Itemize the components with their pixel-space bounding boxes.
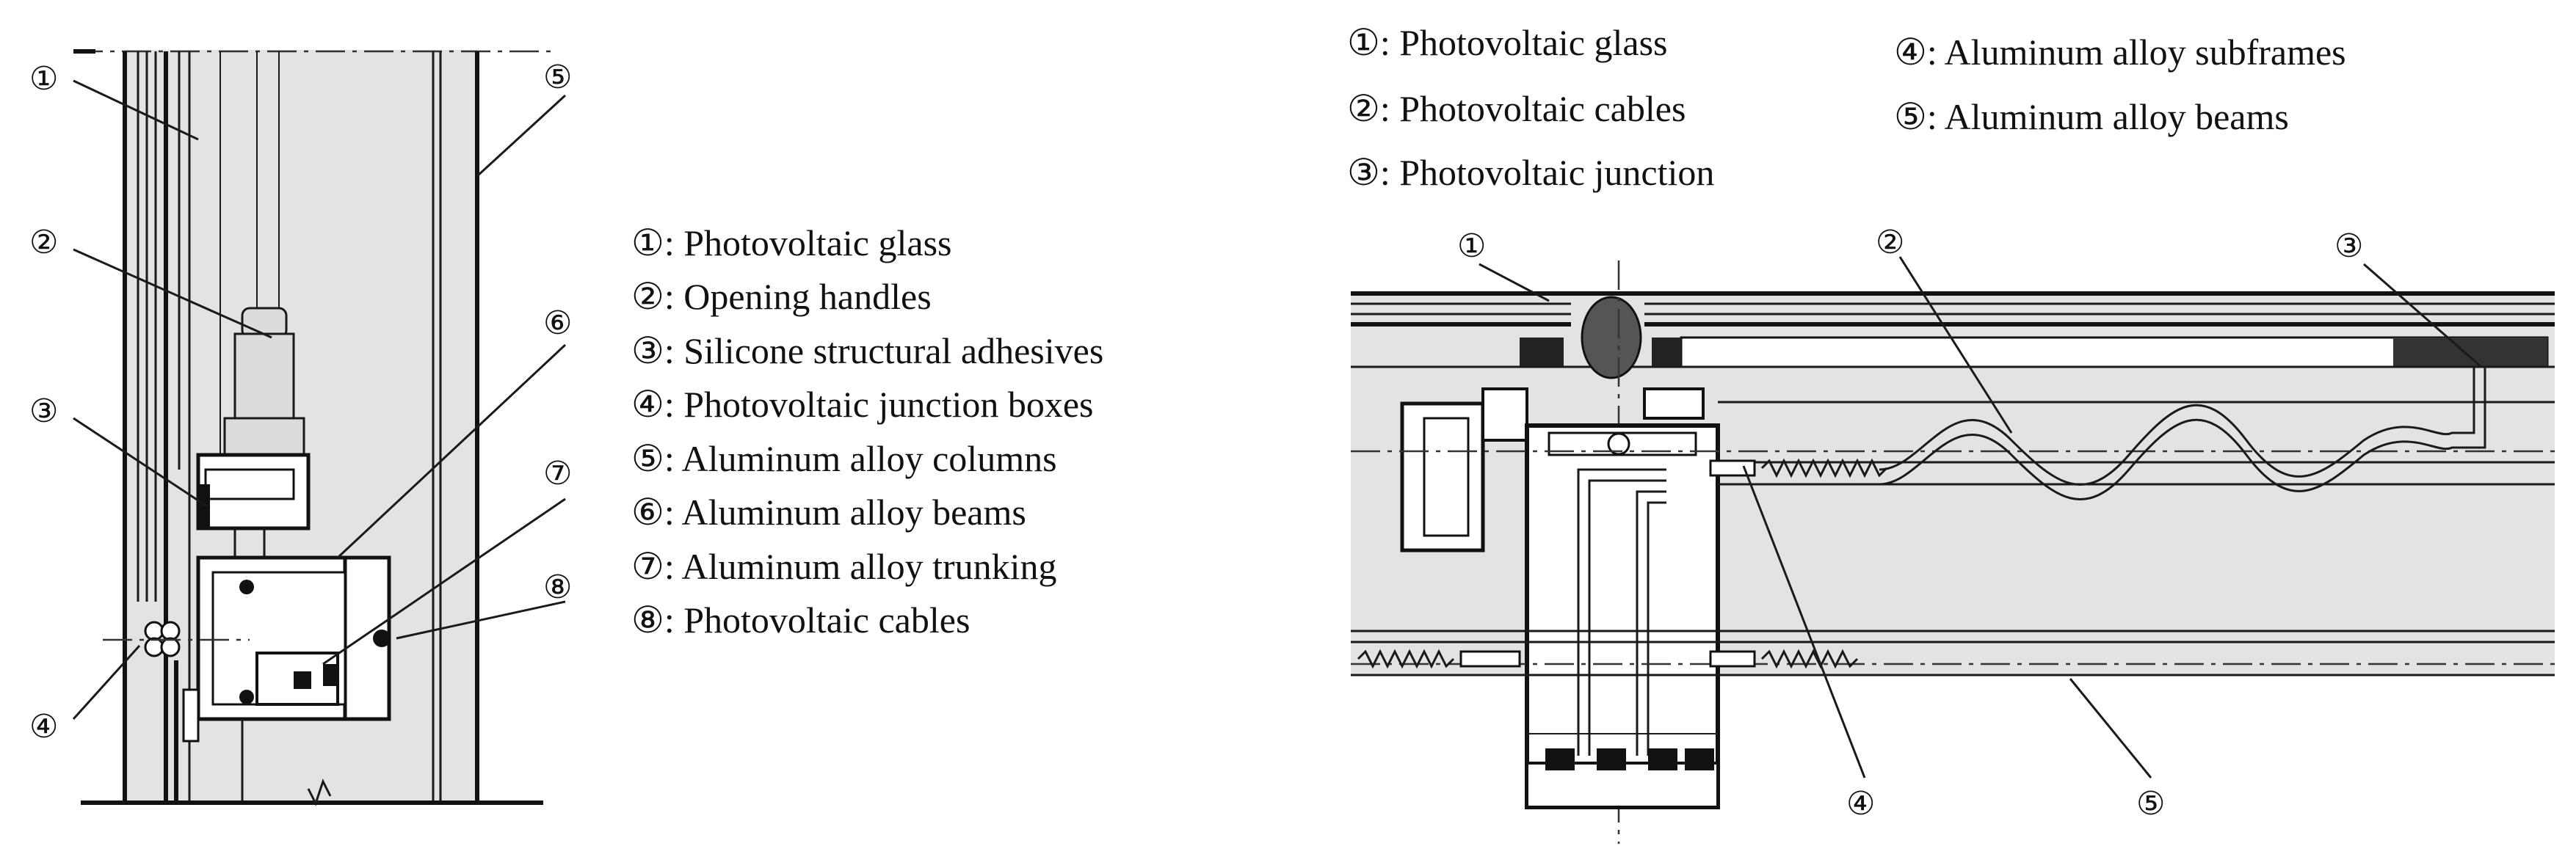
right-legend-item-4: ④: Aluminum alloy subframes bbox=[1894, 32, 2346, 73]
left-legend-item-7: ⑦: Aluminum alloy trunking bbox=[631, 546, 1057, 587]
right-section-drawing bbox=[1351, 256, 2555, 844]
right-legend: ①: Photovoltaic glass ②: Photovoltaic ca… bbox=[1347, 22, 2346, 193]
left-legend-item-8: ⑧: Photovoltaic cables bbox=[631, 599, 970, 641]
left-callout-8: ⑧ bbox=[543, 569, 572, 605]
left-callout-6: ⑥ bbox=[543, 305, 572, 341]
left-callout-4: ④ bbox=[29, 709, 58, 745]
left-callouts: ① ② ③ ④ ⑤ ⑥ ⑦ ⑧ bbox=[29, 59, 572, 745]
left-legend: ①: Photovoltaic glass ②: Opening handles… bbox=[631, 222, 1103, 641]
right-callout-2: ② bbox=[1876, 225, 1904, 260]
left-legend-item-3: ③: Silicone structural adhesives bbox=[631, 330, 1103, 371]
left-callout-7: ⑦ bbox=[543, 456, 572, 492]
left-legend-item-4: ④: Photovoltaic junction boxes bbox=[631, 384, 1094, 425]
left-callout-3: ③ bbox=[29, 393, 58, 429]
left-legend-item-5: ⑤: Aluminum alloy columns bbox=[631, 438, 1057, 479]
right-callouts: ① ② ③ ④ ⑤ bbox=[1457, 225, 2363, 822]
right-callout-1: ① bbox=[1457, 228, 1486, 264]
left-legend-item-6: ⑥: Aluminum alloy beams bbox=[631, 492, 1026, 533]
right-callout-3: ③ bbox=[2334, 228, 2363, 264]
left-legend-item-2: ②: Opening handles bbox=[631, 276, 932, 317]
left-callout-5: ⑤ bbox=[543, 59, 572, 95]
right-legend-item-5: ⑤: Aluminum alloy beams bbox=[1894, 96, 2289, 137]
left-legend-item-1: ①: Photovoltaic glass bbox=[631, 222, 951, 263]
right-callout-4: ④ bbox=[1846, 786, 1875, 822]
right-legend-item-1: ①: Photovoltaic glass bbox=[1347, 22, 1667, 63]
left-section-drawing bbox=[72, 49, 567, 806]
right-callout-5: ⑤ bbox=[2136, 786, 2165, 822]
left-callout-1: ① bbox=[29, 61, 58, 97]
right-legend-item-2: ②: Photovoltaic cables bbox=[1347, 88, 1686, 129]
right-legend-item-3: ③: Photovoltaic junction bbox=[1347, 152, 1714, 193]
left-callout-2: ② bbox=[29, 225, 58, 260]
